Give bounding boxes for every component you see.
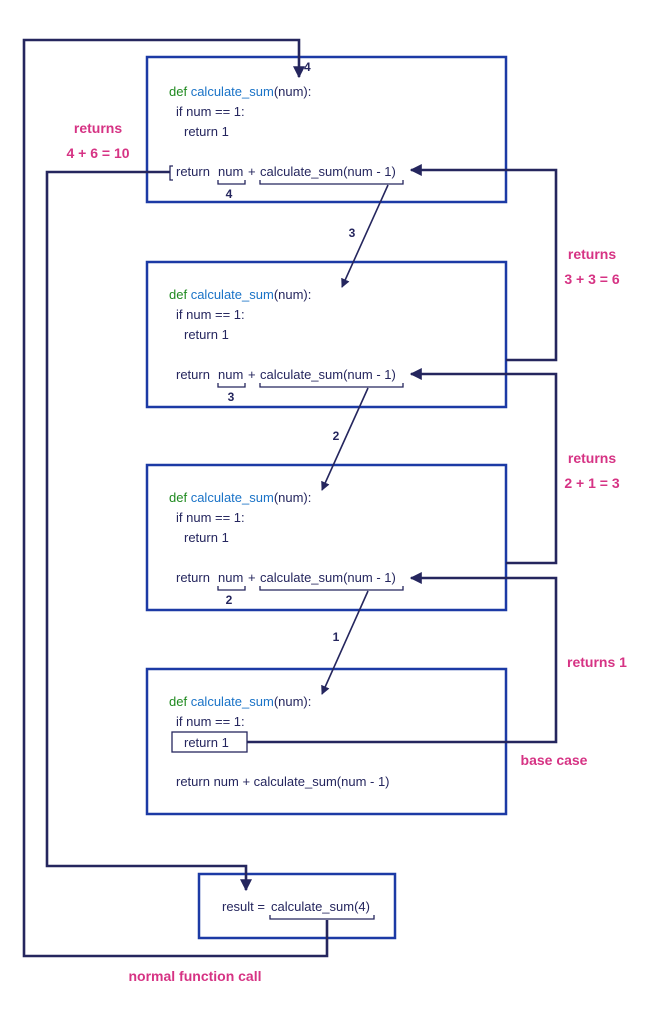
call-bracket-1 [259,180,404,185]
main-call-box [197,872,397,940]
returns-3-label: returns [568,246,616,262]
return-keyword-3: return [176,570,210,585]
initial-call-arrow [22,38,329,958]
return-keyword-1: return [176,164,210,179]
call-box-2 [145,260,508,409]
num-bracket-3 [217,586,246,591]
num-label-2: num [218,367,243,382]
return-one-line-2: return 1 [184,327,229,342]
arg-label-1: 1 [333,630,340,644]
arg-label-2: 2 [333,429,340,443]
return-one-line-4: return 1 [184,735,229,750]
normal-call-label: normal function call [128,968,261,984]
return-one-line-3: return 1 [184,530,229,545]
recursive-call-2: calculate_sum(num - 1) [260,367,396,382]
num-bracket-2 [217,383,246,388]
recursive-call-arrow-2 [321,387,369,491]
def-line-1: def calculate_sum(num): [169,84,311,99]
returns-3-value: 3 + 3 = 6 [564,271,619,287]
main-call-text: calculate_sum(4) [271,899,370,914]
result-label: result = [222,899,265,914]
call-bracket-3 [259,586,404,591]
returns-top-value: 4 + 6 = 10 [66,145,129,161]
final-return-arrow [45,170,252,892]
num-value-2: 3 [228,390,235,404]
num-value-3: 2 [226,593,233,607]
if-line-4: if num == 1: [176,714,245,729]
def-line-4: def calculate_sum(num): [169,694,311,709]
return-arrow-1 [247,572,558,744]
if-line-3: if num == 1: [176,510,245,525]
returns-2-value: 2 + 1 = 3 [564,475,619,491]
plus-sign-1: + [248,164,256,179]
plus-sign-3: + [248,570,256,585]
return-keyword-2: return [176,367,210,382]
arg-label-3: 3 [349,226,356,240]
num-value-1: 4 [226,187,233,201]
call-box-1 [145,55,508,204]
returns-1-label: returns 1 [567,654,627,670]
recursive-call-1: calculate_sum(num - 1) [260,164,396,179]
num-label-1: num [218,164,243,179]
main-call-bracket [269,915,375,920]
recursive-call-arrow-3 [321,590,369,695]
return-arrow-2 [409,368,558,565]
plus-sign-2: + [248,367,256,382]
recursive-call-arrow-1 [341,184,389,288]
recursive-call-3: calculate_sum(num - 1) [260,570,396,585]
return-one-line-1: return 1 [184,124,229,139]
full-return-line-4: return num + calculate_sum(num - 1) [176,774,390,789]
if-line-1: if num == 1: [176,104,245,119]
def-line-2: def calculate_sum(num): [169,287,311,302]
returns-2-label: returns [568,450,616,466]
returns-top-label: returns [74,120,122,136]
num-label-3: num [218,570,243,585]
if-line-2: if num == 1: [176,307,245,322]
call-bracket-2 [259,383,404,388]
num-bracket-1 [217,180,246,185]
arg-label-4: 4 [304,60,311,74]
return-arrow-3 [409,164,558,362]
base-case-label: base case [521,752,588,768]
def-line-3: def calculate_sum(num): [169,490,311,505]
